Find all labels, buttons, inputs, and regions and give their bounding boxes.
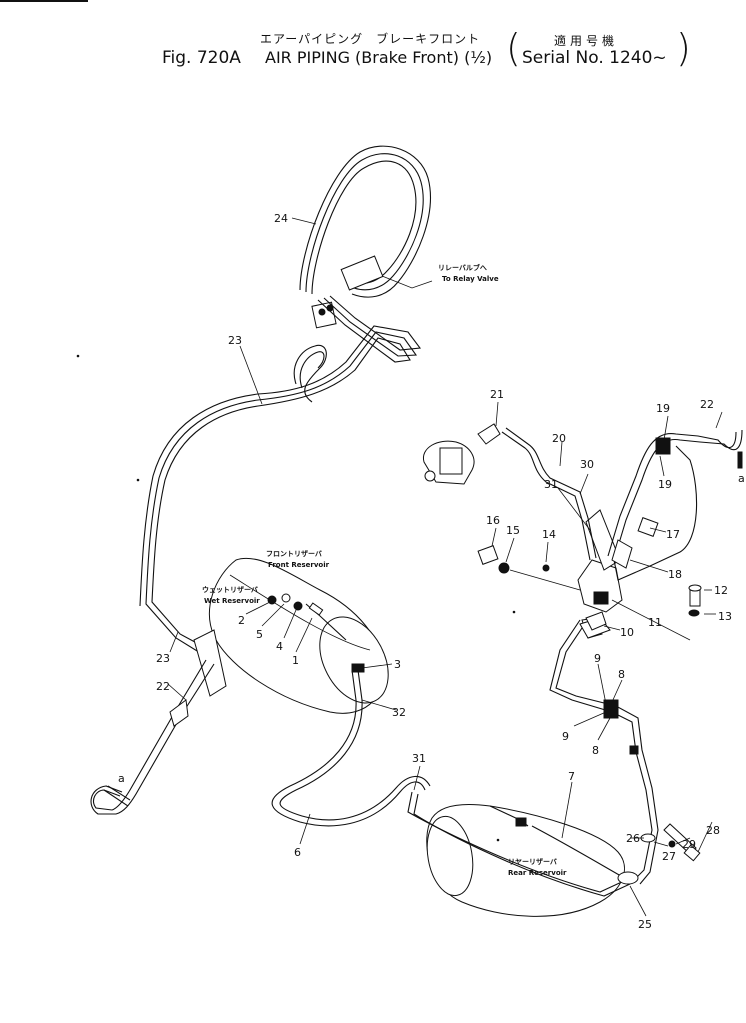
pipe-20 [501, 427, 597, 561]
callout-16: 16 [486, 514, 500, 527]
paren-right: ) [676, 26, 691, 70]
serial-applicability: ( 適用号機 Serial No. 1240~ ) [506, 26, 691, 70]
callout-31-upper: 31 [544, 478, 558, 491]
callout-11: 11 [648, 616, 662, 629]
pipe-9-and-8 [549, 619, 659, 885]
callout-numbers: 24 23 23 22 22 21 20 19 19 30 31 31 16 1… [118, 212, 745, 931]
callout-29: 29 [682, 838, 696, 851]
bolt-12 [688, 584, 702, 617]
callout-22-right: 22 [700, 398, 714, 411]
note-relay-en: To Relay Valve [442, 275, 499, 283]
note-rear-en: Rear Reservoir [508, 869, 567, 877]
callout-30: 30 [580, 458, 594, 471]
callout-9-upper: 9 [594, 652, 601, 665]
serial-number: Serial No. 1240~ [522, 48, 667, 68]
callout-22-left: 22 [156, 680, 170, 693]
callout-3: 3 [394, 658, 401, 671]
note-wet-en: Wet Reservoir [204, 597, 260, 605]
note-rear-jp: リヤーリザーバ [508, 857, 557, 866]
callout-24: 24 [274, 212, 288, 225]
callout-6: 6 [294, 846, 301, 859]
figure-number: Fig. 720A [162, 48, 241, 68]
paren-left: ( [506, 26, 521, 70]
pipe-24 [299, 145, 431, 298]
callout-31-lower: 31 [412, 752, 426, 765]
callout-7: 7 [568, 770, 575, 783]
callout-19-upper: 19 [656, 402, 670, 415]
callout-9-lower: 9 [562, 730, 569, 743]
leader-lines [167, 217, 723, 917]
callout-1: 1 [292, 654, 299, 667]
callout-23-upper: 23 [228, 334, 242, 347]
callout-2: 2 [238, 614, 245, 627]
callout-19-lower: 19 [658, 478, 672, 491]
callout-15: 15 [506, 524, 520, 537]
callout-26: 26 [626, 832, 640, 845]
callout-27: 27 [662, 850, 676, 863]
title-japanese: エアーパイピング ブレーキフロント [260, 32, 481, 46]
callout-14: 14 [542, 528, 556, 541]
callout-18: 18 [668, 568, 682, 581]
callout-20: 20 [552, 432, 566, 445]
serial-japanese: 適用号機 [554, 34, 619, 48]
front-reservoir-tank [208, 557, 389, 714]
callout-23-lower: 23 [156, 652, 170, 665]
title-english: AIR PIPING (Brake Front) (½) [265, 48, 493, 67]
callout-12: 12 [714, 584, 728, 597]
note-wet-jp: ウェットリザーバ [202, 585, 258, 594]
callout-28: 28 [706, 824, 720, 837]
callout-4: 4 [276, 640, 283, 653]
callout-a-right: a [738, 472, 745, 485]
pipe-23 [139, 295, 422, 655]
pipe-32-and-6 [271, 663, 431, 827]
callout-5: 5 [256, 628, 263, 641]
callout-32: 32 [392, 706, 406, 719]
rear-reservoir-tank [426, 804, 625, 917]
pipe-clamp-bracket [311, 301, 337, 329]
note-front-jp: フロントリザーバ [266, 549, 322, 558]
bolt-28 [663, 823, 701, 862]
callout-17: 17 [666, 528, 680, 541]
pipe-22-left [90, 629, 227, 815]
note-relay-jp: リレーバルブへ [438, 263, 487, 272]
callout-21: 21 [490, 388, 504, 401]
clamp-10 [579, 611, 611, 639]
callout-10: 10 [620, 626, 634, 639]
top-rule [0, 0, 88, 2]
pipe-22-right [607, 429, 743, 581]
callout-8-upper: 8 [618, 668, 625, 681]
fittings-16-15-14 [477, 545, 581, 591]
callout-a-left: a [118, 772, 125, 785]
print-specks [76, 354, 516, 842]
callout-8-lower: 8 [592, 744, 599, 757]
callout-25: 25 [638, 918, 652, 931]
governor-valve [422, 423, 501, 485]
note-front-en: Front Reservoir [268, 561, 330, 569]
callout-13: 13 [718, 610, 732, 623]
